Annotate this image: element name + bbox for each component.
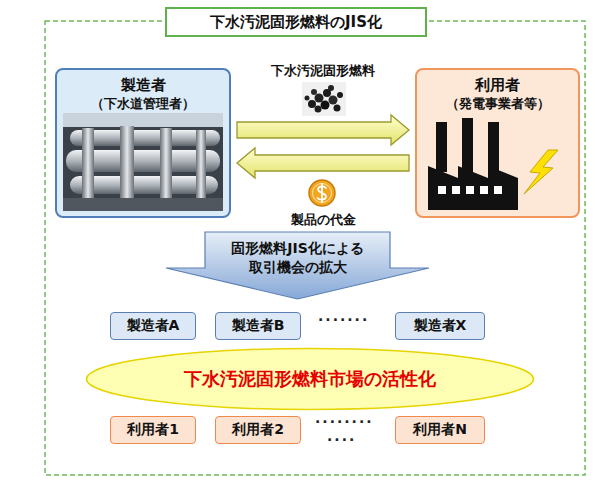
node-heading: 製造者B xyxy=(232,317,285,335)
pellet xyxy=(311,89,317,95)
chimney xyxy=(488,122,499,172)
plant-drum xyxy=(66,150,220,172)
photo-background xyxy=(63,113,223,211)
pellet-photo-bg xyxy=(302,82,346,116)
node-subheading: （下水道管理者） xyxy=(91,95,195,113)
pellet xyxy=(315,106,322,113)
producer-box: 製造者B xyxy=(215,312,301,340)
plant-column xyxy=(82,128,94,208)
ellipsis-dots: .... xyxy=(327,428,356,444)
plant-pipe xyxy=(70,176,218,194)
producer-box: 製造者（下水道管理者） xyxy=(55,68,231,218)
node-heading: 利用者 xyxy=(475,75,520,95)
flow-arrow xyxy=(237,115,409,145)
factory-window xyxy=(466,186,474,194)
plant-column xyxy=(160,128,172,208)
factory-building xyxy=(428,166,518,210)
pellet xyxy=(328,85,334,91)
coin xyxy=(309,180,335,206)
chimney xyxy=(436,122,447,172)
node-heading: 製造者 xyxy=(121,75,166,95)
plant-column xyxy=(120,126,134,208)
factory-window xyxy=(494,186,502,194)
factory-window xyxy=(480,186,488,194)
plant-photo xyxy=(63,113,223,211)
pellet xyxy=(337,92,343,98)
pellet xyxy=(305,96,310,101)
user-box: 利用者N xyxy=(395,416,485,444)
pellet xyxy=(323,89,331,97)
market-ellipse: 下水汚泥固形燃料市場の活性化 xyxy=(85,347,535,411)
plant-floor xyxy=(63,198,223,211)
chimney xyxy=(462,118,473,172)
node-heading: 利用者2 xyxy=(232,421,284,439)
plant-pipe xyxy=(70,130,220,146)
user-box: 利用者（発電事業者等） xyxy=(415,68,580,218)
pellet xyxy=(334,105,341,112)
factory-window xyxy=(438,186,446,194)
coin-rim xyxy=(313,184,332,203)
dashed-frame xyxy=(45,21,585,475)
diagram-title: 下水汚泥固形燃料のJIS化 xyxy=(165,7,427,37)
node-heading: 固形燃料JIS化による 取引機会の拡大 xyxy=(198,239,398,277)
down-arrow: 固形燃料JIS化による 取引機会の拡大 xyxy=(165,231,430,300)
ellipsis-dots: ........ xyxy=(315,410,374,426)
lightning-bolt xyxy=(524,150,558,194)
ellipsis-dots: ....... xyxy=(318,308,369,324)
coin-icon xyxy=(309,180,335,206)
node-heading: 製造者A xyxy=(127,317,180,335)
plant-column xyxy=(196,130,206,208)
ellipse-shape xyxy=(87,349,534,410)
flow-arrow xyxy=(237,148,409,178)
fuel-pellets xyxy=(302,82,346,116)
producer-box: 製造者X xyxy=(395,312,485,340)
edge-label: 製品の代金 xyxy=(291,211,356,229)
node-heading: 利用者1 xyxy=(127,421,179,439)
factory-icon xyxy=(428,118,558,210)
pellet xyxy=(315,94,324,103)
node-heading: 下水汚泥固形燃料市場の活性化 xyxy=(184,367,436,391)
user-box: 利用者2 xyxy=(215,416,301,444)
photo-ceiling xyxy=(63,113,223,127)
node-heading: 利用者N xyxy=(413,421,467,439)
pellet xyxy=(321,101,330,110)
node-subheading: （発電事業者等） xyxy=(446,95,550,113)
edge-label: 下水汚泥固形燃料 xyxy=(271,62,375,80)
pellet xyxy=(308,100,316,108)
dollar-mark xyxy=(318,184,327,202)
pellet xyxy=(329,96,338,105)
node-heading: 製造者X xyxy=(414,317,467,335)
arrow-shape xyxy=(166,232,429,299)
factory-window xyxy=(452,186,460,194)
producer-box: 製造者A xyxy=(110,312,196,340)
user-box: 利用者1 xyxy=(110,416,196,444)
